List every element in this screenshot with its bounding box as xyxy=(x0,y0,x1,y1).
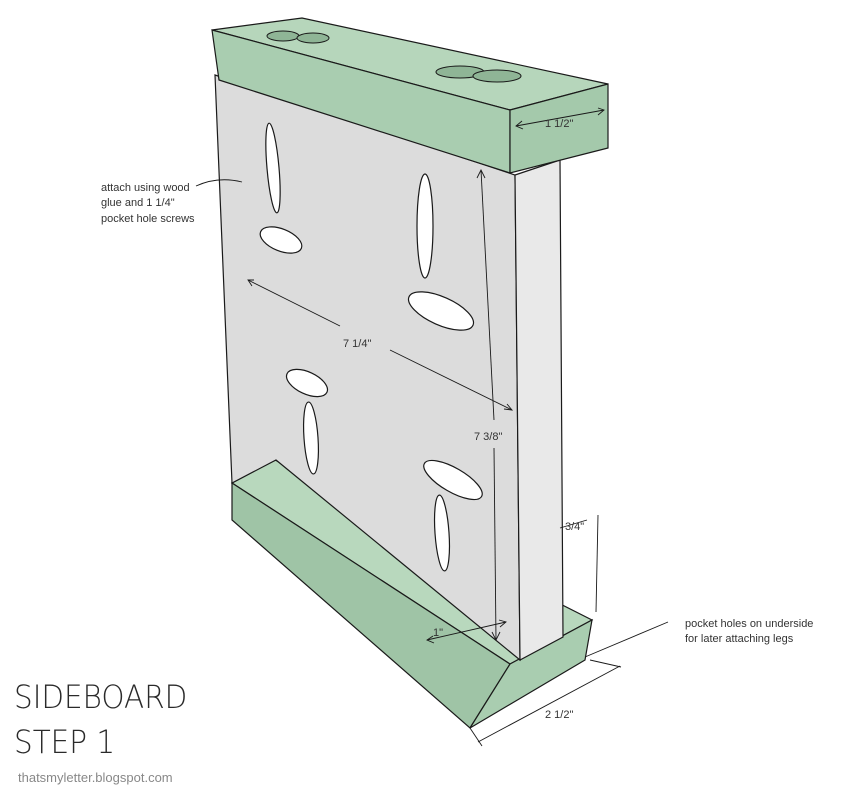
pocket-hole xyxy=(285,368,329,398)
side-panel-edge xyxy=(514,159,564,661)
pocket-hole xyxy=(433,494,451,572)
note-underside-line1: pocket holes on underside xyxy=(685,618,813,630)
note-underside-line2: for later attaching legs xyxy=(685,633,794,645)
dim-panel-width: 7 1/4" xyxy=(343,338,371,350)
title-line2: STEP 1 xyxy=(14,723,116,761)
note-screws-line2: glue and 1 1/4" xyxy=(101,197,175,209)
dim-bottom-depth: 2 1/2" xyxy=(545,709,573,721)
top-pocket-hole xyxy=(472,69,522,83)
panel-pocket-holes xyxy=(259,122,483,572)
site-credit: thatsmyletter.blogspot.com xyxy=(18,770,173,785)
dim-panel-thickness: 3/4" xyxy=(565,521,584,533)
dimension-lines xyxy=(195,107,669,747)
title-line1: SIDEBOARD xyxy=(14,678,188,716)
pocket-hole xyxy=(302,401,320,475)
dim-top-depth: 1 1/2" xyxy=(545,118,573,130)
pocket-hole xyxy=(407,291,475,331)
top-pocket-hole xyxy=(296,32,330,44)
note-screws-line1: attach using wood xyxy=(101,182,190,194)
pocket-hole xyxy=(416,173,434,279)
pocket-hole xyxy=(259,226,303,254)
pocket-hole xyxy=(265,122,281,214)
top-board-end xyxy=(509,83,609,174)
dim-inset: 1" xyxy=(433,627,443,639)
bottom-board-end xyxy=(469,618,593,729)
top-pocket-hole xyxy=(266,30,300,42)
note-screws-line3: pocket hole screws xyxy=(101,213,195,225)
pocket-hole xyxy=(423,459,483,501)
top-board xyxy=(211,17,609,174)
dim-panel-height: 7 3/8" xyxy=(474,431,502,443)
